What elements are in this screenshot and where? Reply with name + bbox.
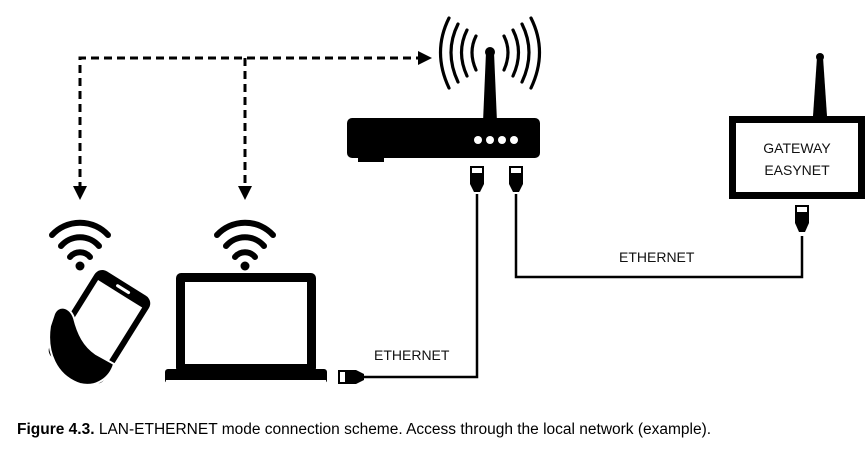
figure-number: Figure 4.3.	[17, 421, 95, 438]
arrow-head-router	[418, 51, 432, 65]
wifi-broadcast-icon	[439, 16, 541, 90]
wifi-icon	[214, 219, 276, 271]
gateway-label-line2: EASYNET	[764, 162, 830, 178]
smartphone-icon	[48, 270, 151, 386]
ethernet-cable-laptop	[362, 194, 479, 379]
arrow-head-phone	[73, 186, 87, 200]
gateway-antenna	[813, 57, 827, 116]
rj45-plug-icon	[509, 166, 523, 192]
laptop-icon	[165, 273, 327, 383]
rj45-plug-icon	[338, 370, 364, 384]
router	[347, 16, 541, 162]
caption-text: LAN-ETHERNET mode connection scheme. Acc…	[94, 421, 712, 438]
ethernet-cables	[362, 194, 804, 379]
wifi-icon	[49, 219, 111, 271]
arrow-head-laptop	[238, 186, 252, 200]
wireless-link-phone	[78, 56, 420, 190]
ethernet-label-laptop: ETHERNET	[374, 347, 450, 363]
router-foot	[358, 156, 384, 162]
router-body	[347, 118, 540, 158]
router-antenna	[483, 52, 497, 122]
router-leds	[474, 136, 518, 144]
rj45-plug-icon	[795, 205, 809, 232]
hand-icon	[48, 306, 116, 386]
rj45-plug-icon	[470, 166, 484, 192]
figure-caption: Figure 4.3. LAN-ETHERNET mode connection…	[17, 421, 711, 439]
ethernet-cable-gateway	[514, 194, 804, 279]
gateway-box-inner	[736, 123, 858, 192]
wireless-links	[78, 56, 420, 190]
gateway-easynet: GATEWAY EASYNET	[729, 53, 865, 199]
ethernet-label-gateway: ETHERNET	[619, 249, 695, 265]
gateway-label-line1: GATEWAY	[763, 140, 831, 156]
